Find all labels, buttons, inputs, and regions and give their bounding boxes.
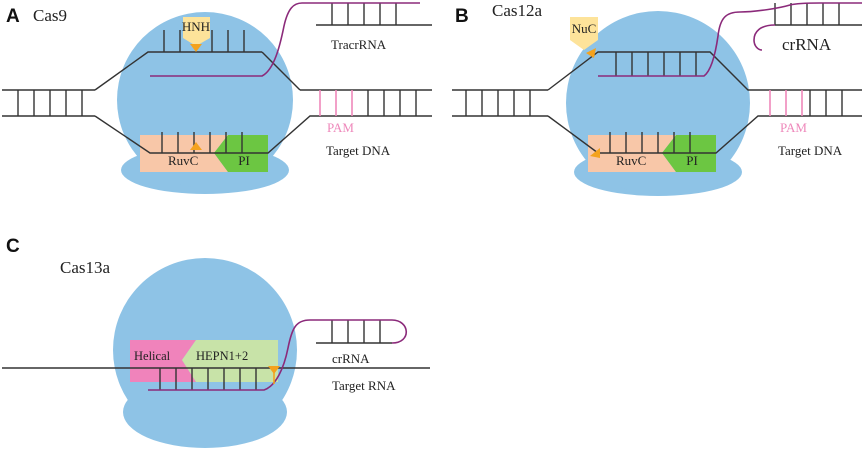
- target-dna-label: Target DNA: [326, 143, 391, 158]
- crrna: [148, 319, 408, 391]
- pi-label: PI: [238, 153, 250, 168]
- hepn-label: HEPN1+2: [196, 349, 248, 363]
- nuc-domain: [570, 17, 598, 50]
- crrna-label: crRNA: [782, 35, 832, 54]
- target-dna-label: Target DNA: [778, 143, 843, 158]
- pam-label: PAM: [780, 120, 807, 135]
- helical-label: Helical: [134, 349, 171, 363]
- pam-label: PAM: [327, 120, 354, 135]
- crrna-label: crRNA: [332, 351, 370, 366]
- panel-title-cas9: Cas9: [33, 6, 67, 25]
- pam-site: [319, 90, 353, 116]
- panel-letter-a: A: [6, 6, 20, 27]
- hnh-cut-site: [190, 44, 202, 52]
- target-rna-label: Target RNA: [332, 378, 396, 393]
- hepn-domain: [182, 340, 278, 382]
- target-dna-left-duplex: [2, 51, 432, 154]
- panel-b-cas12a: B Cas12a NuC crRNA RuvC PI PAM Target DN…: [452, 1, 862, 196]
- nuc-cut-site: [586, 48, 596, 58]
- ruvc-label: RuvC: [616, 153, 646, 168]
- panel-letter-b: B: [455, 6, 469, 27]
- panel-c-cas13a: C Cas13a Helical HEPN1+2 crRNA Target RN…: [2, 236, 430, 448]
- helical-domain: [130, 340, 196, 382]
- tracrrna-label: TracrRNA: [331, 37, 387, 52]
- panel-letter-c: C: [6, 236, 20, 257]
- ruvc-cut-site: [190, 142, 202, 150]
- panel-title-cas12a: Cas12a: [492, 1, 543, 20]
- panel-title-cas13a: Cas13a: [60, 258, 111, 277]
- hnh-domain: [183, 17, 210, 46]
- nuc-label: NuC: [572, 21, 597, 36]
- crrna: [598, 2, 862, 77]
- ruvc-cut-site: [590, 148, 600, 158]
- pam-site: [769, 90, 803, 116]
- panel-a-cas9: A Cas9 HNH TracrRNA RuvC PI PAM Target D…: [2, 2, 432, 194]
- hnh-label: HNH: [182, 19, 210, 34]
- guide-rna: [150, 2, 432, 77]
- ruvc-label: RuvC: [168, 153, 198, 168]
- target-dna-duplex: [452, 51, 862, 154]
- pi-label: PI: [686, 153, 698, 168]
